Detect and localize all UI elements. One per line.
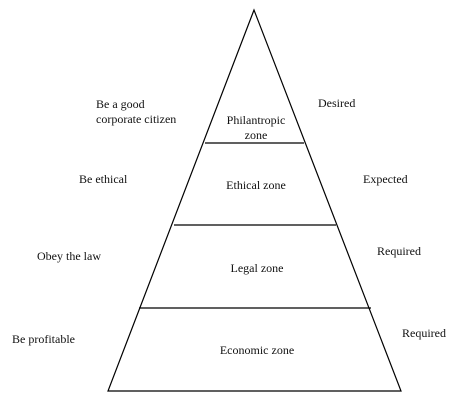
zone-label-ethical: Ethical zone bbox=[226, 178, 286, 192]
expectation-required-economic: Required bbox=[402, 326, 446, 340]
zone-label-philanthropic: Philantropic zone bbox=[226, 113, 286, 142]
pyramid-outline bbox=[107, 8, 402, 392]
zone-label-legal: Legal zone bbox=[230, 261, 284, 275]
expectation-required-legal: Required bbox=[377, 244, 421, 258]
zone-label-economic: Economic zone bbox=[219, 343, 295, 357]
expectation-expected: Expected bbox=[363, 172, 408, 186]
descriptor-be-ethical: Be ethical bbox=[79, 172, 128, 186]
descriptor-obey-law: Obey the law bbox=[37, 249, 101, 263]
expectation-desired: Desired bbox=[318, 96, 356, 110]
descriptor-be-profitable: Be profitable bbox=[12, 332, 75, 346]
descriptor-corporate-citizen: Be a good corporate citizen bbox=[96, 97, 177, 126]
